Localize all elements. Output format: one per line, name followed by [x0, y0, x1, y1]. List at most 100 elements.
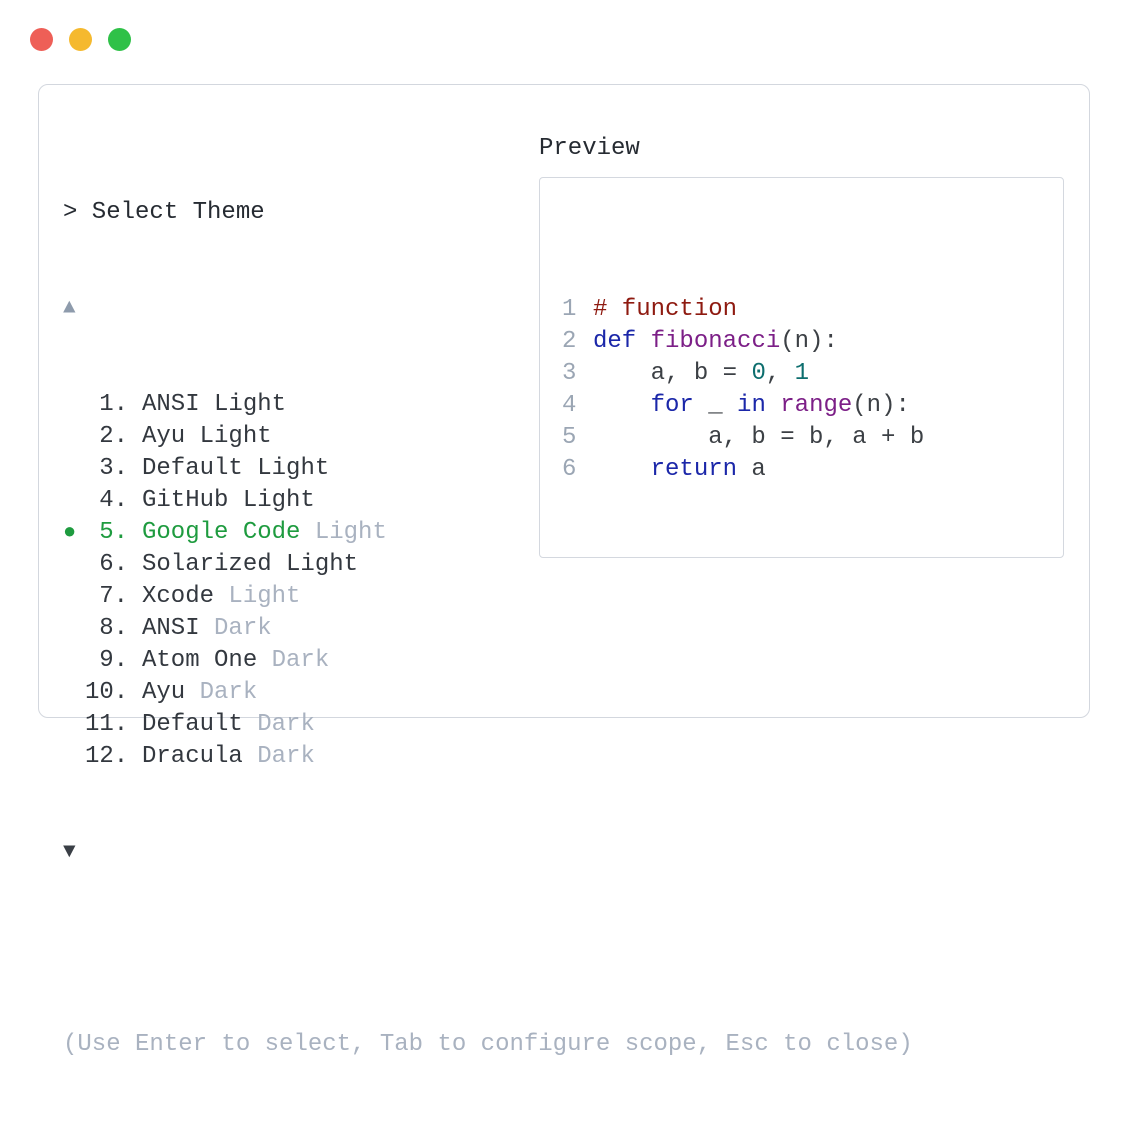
code-token: for — [650, 392, 694, 419]
theme-item-10[interactable]: 10. Ayu Dark — [63, 677, 913, 709]
theme-item-1[interactable]: 1. ANSI Light — [63, 389, 913, 421]
code-text: def fibonacci(n): — [593, 328, 838, 355]
close-button[interactable] — [30, 28, 53, 51]
theme-item-number: 2. — [99, 423, 128, 450]
maximize-button[interactable] — [108, 28, 131, 51]
selected-bullet-icon: ● — [63, 520, 77, 545]
theme-item-name: Ayu — [142, 679, 186, 706]
code-token: , — [765, 360, 795, 387]
prompt-title: > Select Theme — [63, 199, 265, 226]
code-token: fibonacci — [650, 328, 781, 355]
theme-item-name: Atom One — [142, 647, 258, 674]
code-text: return a — [593, 456, 766, 483]
theme-item-number: 6. — [99, 551, 128, 578]
theme-item-name: Xcode — [142, 583, 215, 610]
code-token: # function — [593, 296, 738, 323]
theme-item-number: 11. — [85, 711, 129, 738]
theme-item-name: Ayu — [142, 423, 186, 450]
theme-item-name: Google Code — [142, 519, 301, 546]
code-token: 1 — [794, 360, 810, 387]
code-token — [636, 328, 650, 355]
code-token: _ — [693, 392, 738, 419]
code-line: 5 a, b = b, a + b — [562, 422, 1063, 454]
help-text: (Use Enter to select, Tab to configure s… — [63, 1031, 913, 1058]
preview-title: Preview — [539, 135, 640, 162]
code-token — [593, 456, 651, 483]
theme-item-variant: Light — [300, 519, 387, 546]
theme-item-12[interactable]: 12.Dracula Dark — [63, 741, 913, 773]
code-token: (n): — [852, 392, 910, 419]
theme-item-name: Default — [142, 455, 243, 482]
scroll-down-icon[interactable]: ▼ — [63, 841, 76, 864]
code-token: a, b = b, a + b — [593, 424, 925, 451]
theme-item-number: 7. — [99, 583, 128, 610]
theme-item-8[interactable]: 8. ANSI Dark — [63, 613, 913, 645]
theme-item-number: 5. — [99, 519, 128, 546]
theme-item-5[interactable]: ● 5. Google Code Light — [63, 517, 913, 549]
spacer-row — [63, 933, 913, 965]
theme-item-variant: Light — [228, 487, 315, 514]
theme-item-variant: Light — [185, 423, 272, 450]
theme-item-9[interactable]: 9. Atom One Dark — [63, 645, 913, 677]
line-number: 4 — [562, 392, 577, 419]
line-number: 3 — [562, 360, 577, 387]
line-number: 6 — [562, 456, 577, 483]
code-token: (n): — [780, 328, 838, 355]
code-token: in — [737, 392, 766, 419]
theme-item-number: 12. — [85, 743, 129, 770]
code-token — [766, 392, 780, 419]
theme-item-number: 10. — [85, 679, 129, 706]
line-number: 2 — [562, 328, 577, 355]
theme-item-variant: Dark — [185, 679, 258, 706]
theme-item-name: ANSI — [142, 391, 200, 418]
theme-item-variant: Dark — [257, 647, 330, 674]
theme-item-variant: Light — [242, 455, 330, 482]
blank-line — [562, 550, 1063, 557]
theme-item-name: Default — [142, 711, 243, 738]
code-line: 1 # function — [562, 294, 1063, 326]
theme-item-11[interactable]: 11. Default Dark — [63, 709, 913, 741]
code-token: range — [780, 392, 853, 419]
theme-item-number: 1. — [99, 391, 128, 418]
theme-item-variant: Dark — [242, 711, 315, 738]
code-line: 6 return a — [562, 454, 1063, 486]
theme-item-name: GitHub — [142, 487, 229, 514]
code-line: 2 def fibonacci(n): — [562, 326, 1063, 358]
code-text: # function — [593, 296, 737, 323]
theme-item-variant: Light — [199, 391, 287, 418]
code-line: 3 a, b = 0, 1 — [562, 358, 1063, 390]
code-token: a, b = — [593, 360, 752, 387]
theme-item-number: 9. — [99, 647, 128, 674]
code-token: return — [650, 456, 738, 483]
traffic-lights — [30, 28, 147, 51]
theme-item-number: 8. — [99, 615, 128, 642]
theme-item-7[interactable]: 7. Xcode Light — [63, 581, 913, 613]
theme-item-variant: Light — [214, 583, 301, 610]
code-token — [593, 392, 651, 419]
theme-item-variant: Light — [271, 551, 359, 578]
code-text: a, b = b, a + b — [593, 424, 924, 451]
theme-item-number: 4. — [99, 487, 128, 514]
code-text: for _ in range(n): — [593, 392, 910, 419]
theme-item-variant: Dark — [199, 615, 272, 642]
theme-item-2[interactable]: 2. Ayu Light — [63, 421, 913, 453]
code-text: a, b = 0, 1 — [593, 360, 809, 387]
code-token: def — [593, 328, 637, 355]
theme-picker-panel: > Select Theme ▲ 1. ANSI Light 2. Ayu Light… — [38, 84, 1090, 1058]
theme-item-4[interactable]: 4. GitHub Light — [63, 485, 913, 517]
code-token: a — [737, 456, 766, 483]
scroll-up-icon[interactable]: ▲ — [63, 297, 76, 320]
theme-item-3[interactable]: 3. Default Light — [63, 453, 913, 485]
code-token: 0 — [751, 360, 766, 387]
theme-item-6[interactable]: 6. Solarized Light — [63, 549, 913, 581]
minimize-button[interactable] — [69, 28, 92, 51]
code-line: 4 for _ in range(n): — [562, 390, 1063, 422]
line-number: 5 — [562, 424, 577, 451]
theme-item-name: ANSI — [142, 615, 200, 642]
theme-item-number: 3. — [99, 455, 128, 482]
line-number: 1 — [562, 296, 577, 323]
theme-item-name: Solarized — [142, 551, 272, 578]
